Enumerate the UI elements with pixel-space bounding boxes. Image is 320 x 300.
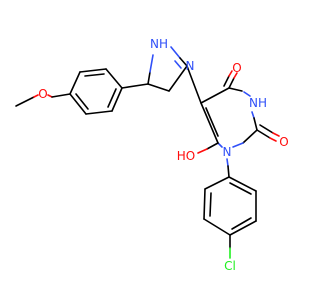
pyrazoline-ring <box>121 46 188 92</box>
atom-nh-pyrazoline: NH <box>150 37 168 51</box>
atom-nh-ring: NH <box>249 96 267 110</box>
atom-n-ring: N <box>223 145 232 159</box>
hydroxyl-group <box>197 142 219 154</box>
atom-hydroxyl: HO <box>177 149 195 163</box>
atom-o-methoxy: O <box>38 87 47 101</box>
atom-chlorine: Cl <box>224 259 236 273</box>
methoxy-group <box>15 93 71 107</box>
atom-labels: NH N O O NH O N HO Cl <box>38 37 288 273</box>
atom-n-pyrazoline: N <box>186 59 195 73</box>
carbonyl-groups <box>223 70 280 142</box>
atom-o-top: O <box>232 61 241 75</box>
atom-o-right: O <box>279 135 288 149</box>
pyrimidine-ring <box>186 65 258 148</box>
methoxyphenyl-ring <box>69 68 123 115</box>
chlorophenyl-ring <box>203 158 257 259</box>
molecule-structure: NH N O O NH O N HO Cl <box>15 37 289 273</box>
